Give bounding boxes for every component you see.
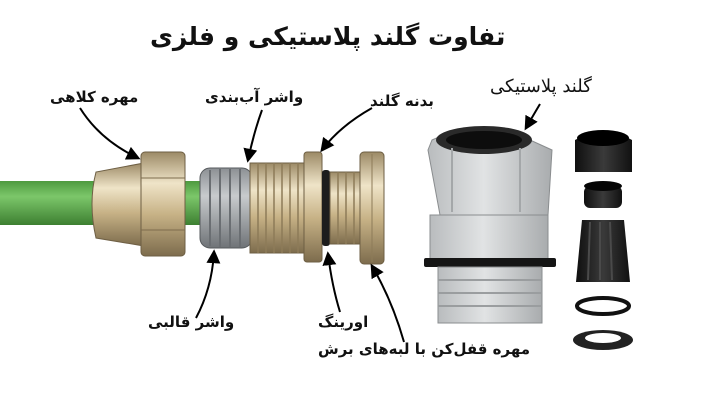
arrow-icon xyxy=(79,103,541,343)
o-ring xyxy=(322,170,330,246)
arrow-icon xyxy=(370,263,405,343)
cap-nut-label: مهره کلاهی xyxy=(50,88,139,106)
cage-washer-label: واشر قالبی xyxy=(148,313,235,331)
gland-body-label: بدنه گلند xyxy=(370,92,434,110)
lock-nut xyxy=(359,151,385,265)
page-title: تفاوت گلند پلاستیکی و فلزی xyxy=(150,22,506,51)
arrow-icon xyxy=(195,249,221,319)
plastic-gland-parts xyxy=(573,130,633,350)
arrow-icon xyxy=(320,107,373,153)
lock-nut-label: مهره قفل‌کن با لبه‌های برش xyxy=(318,340,531,358)
cap-nut xyxy=(91,151,186,257)
arrow-icon xyxy=(243,109,263,163)
arrow-icon xyxy=(322,251,341,313)
arrow-icon xyxy=(79,107,141,160)
arrow-icon xyxy=(524,103,541,131)
plastic-gland-label: گلند پلاستیکی xyxy=(490,76,592,97)
plastic-gland xyxy=(424,126,556,324)
sealing-washer xyxy=(199,167,253,249)
gland-body xyxy=(249,151,323,263)
o-ring-label: اورینگ xyxy=(318,313,369,331)
sealing-washer-label: واشر آب‌بندی xyxy=(205,88,304,106)
gland-thread xyxy=(329,171,361,245)
